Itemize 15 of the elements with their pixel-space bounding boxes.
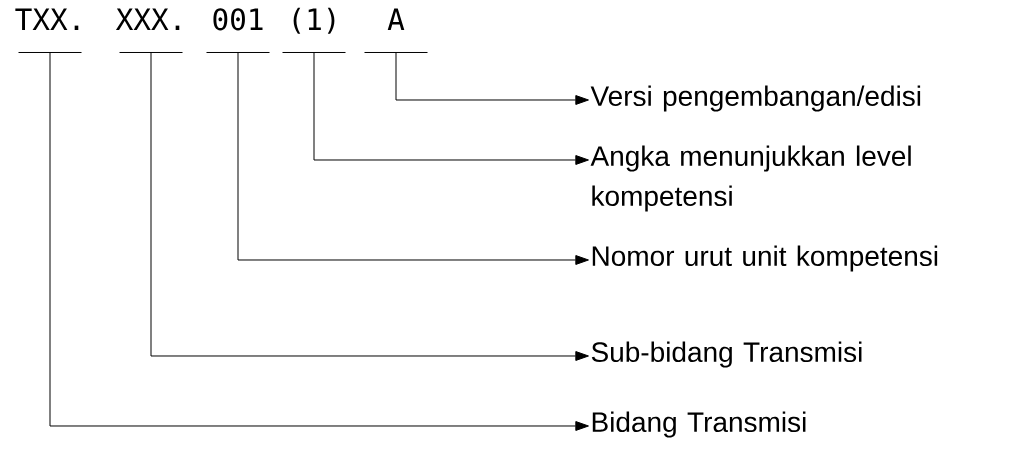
leader-arrow xyxy=(49,52,589,431)
description-text: Nomor urut unit kompetensi xyxy=(592,245,938,272)
description-text: Versi pengembangan/edisi xyxy=(590,85,921,112)
leader-arrow xyxy=(395,52,589,105)
leader-arrow xyxy=(313,52,589,165)
code-segment: 001 xyxy=(206,8,270,53)
leader-arrow xyxy=(150,52,589,361)
code-segment: XXX. xyxy=(115,8,183,53)
code-segment: A xyxy=(364,8,428,53)
description-text: Sub-bidang Transmisi xyxy=(591,341,862,368)
description-text: Bidang Transmisi xyxy=(592,411,806,438)
code-segment: TXX. xyxy=(15,8,82,53)
code-segment: (1) xyxy=(282,7,346,53)
description-text: Angka menunjukkan level kompetensi xyxy=(590,145,911,212)
leader-arrow xyxy=(237,52,589,265)
